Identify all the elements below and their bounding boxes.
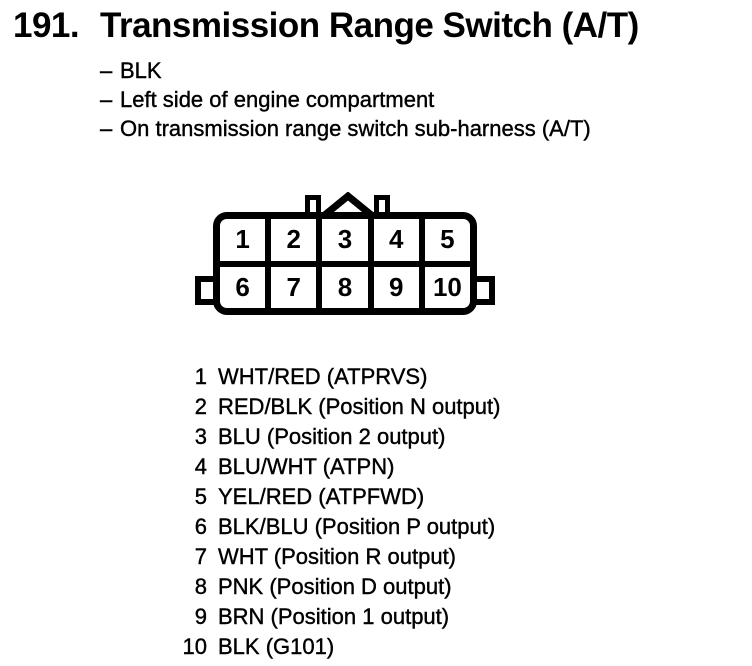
connector-cavity: 10 — [424, 266, 470, 308]
pin-number: 5 — [194, 484, 208, 509]
pin-number: 10 — [182, 634, 207, 659]
connector-diagram: 1 2 3 4 5 6 7 8 9 10 — [195, 190, 495, 320]
note-line: – On transmission range switch sub-harne… — [100, 114, 591, 143]
pin-description: RED/BLK (Position N output) — [218, 394, 501, 419]
item-number: 191. — [13, 6, 80, 45]
pin-number: 8 — [194, 574, 208, 599]
note-text: On transmission range switch sub-harness… — [120, 116, 591, 141]
pin-description: BLK/BLU (Position P output) — [218, 514, 496, 539]
page-title: 191. Transmission Range Switch (A/T) — [13, 4, 639, 48]
pin-row: 9 BRN (Position 1 output) — [150, 602, 500, 632]
pin-description: BLU/WHT (ATPN) — [218, 454, 395, 479]
pin-number: 7 — [194, 544, 208, 569]
pin-description: BLK (G101) — [218, 634, 335, 659]
pin-row: 6 BLK/BLU (Position P output) — [150, 512, 500, 542]
pin-row: 8 PNK (Position D output) — [150, 572, 500, 602]
dash-glyph: – — [100, 116, 113, 141]
connector-cavity: 3 — [322, 219, 368, 261]
pin-number: 1 — [194, 364, 208, 389]
pin-number: 4 — [194, 454, 208, 479]
dash-glyph: – — [100, 87, 113, 112]
note-line: – Left side of engine compartment — [100, 85, 591, 114]
connector-cavity: 4 — [373, 219, 419, 261]
dash-glyph: – — [100, 58, 113, 83]
pin-number: 6 — [194, 514, 208, 539]
pin-description: PNK (Position D output) — [218, 574, 452, 599]
connector-cavity: 7 — [271, 266, 317, 308]
pin-description: BRN (Position 1 output) — [218, 604, 450, 629]
connector-body: 1 2 3 4 5 6 7 8 9 10 — [213, 212, 477, 315]
pin-description: BLU (Position 2 output) — [218, 424, 446, 449]
connector-cavity: 2 — [271, 219, 317, 261]
pin-number: 2 — [194, 394, 208, 419]
pin-list: 1 WHT/RED (ATPRVS) 2 RED/BLK (Position N… — [150, 362, 500, 662]
pin-row: 1 WHT/RED (ATPRVS) — [150, 362, 500, 392]
connector-grid: 1 2 3 4 5 6 7 8 9 10 — [220, 219, 470, 308]
pin-number: 3 — [194, 424, 208, 449]
connector-cavity: 9 — [373, 266, 419, 308]
pin-description: WHT/RED (ATPRVS) — [218, 364, 428, 389]
pin-row: 5 YEL/RED (ATPFWD) — [150, 482, 500, 512]
pin-row: 4 BLU/WHT (ATPN) — [150, 452, 500, 482]
connector-ear-right — [476, 276, 495, 305]
pin-description: YEL/RED (ATPFWD) — [218, 484, 425, 509]
connector-ear-left — [195, 276, 214, 305]
note-text: BLK — [120, 58, 162, 83]
pin-row: 7 WHT (Position R output) — [150, 542, 500, 572]
pin-description: WHT (Position R output) — [218, 544, 457, 569]
pin-number: 9 — [194, 604, 208, 629]
connector-cavity: 1 — [220, 219, 266, 261]
note-text: Left side of engine compartment — [120, 87, 435, 112]
title-text: Transmission Range Switch (A/T) — [100, 6, 639, 45]
location-notes: – BLK – Left side of engine compartment … — [100, 56, 591, 143]
pin-row: 10 BLK (G101) — [150, 632, 500, 662]
pin-row: 2 RED/BLK (Position N output) — [150, 392, 501, 422]
pin-row: 3 BLU (Position 2 output) — [150, 422, 500, 452]
note-line: – BLK — [100, 56, 591, 85]
connector-cavity: 8 — [322, 266, 368, 308]
connector-cavity: 6 — [220, 266, 266, 308]
connector-cavity: 5 — [424, 219, 470, 261]
